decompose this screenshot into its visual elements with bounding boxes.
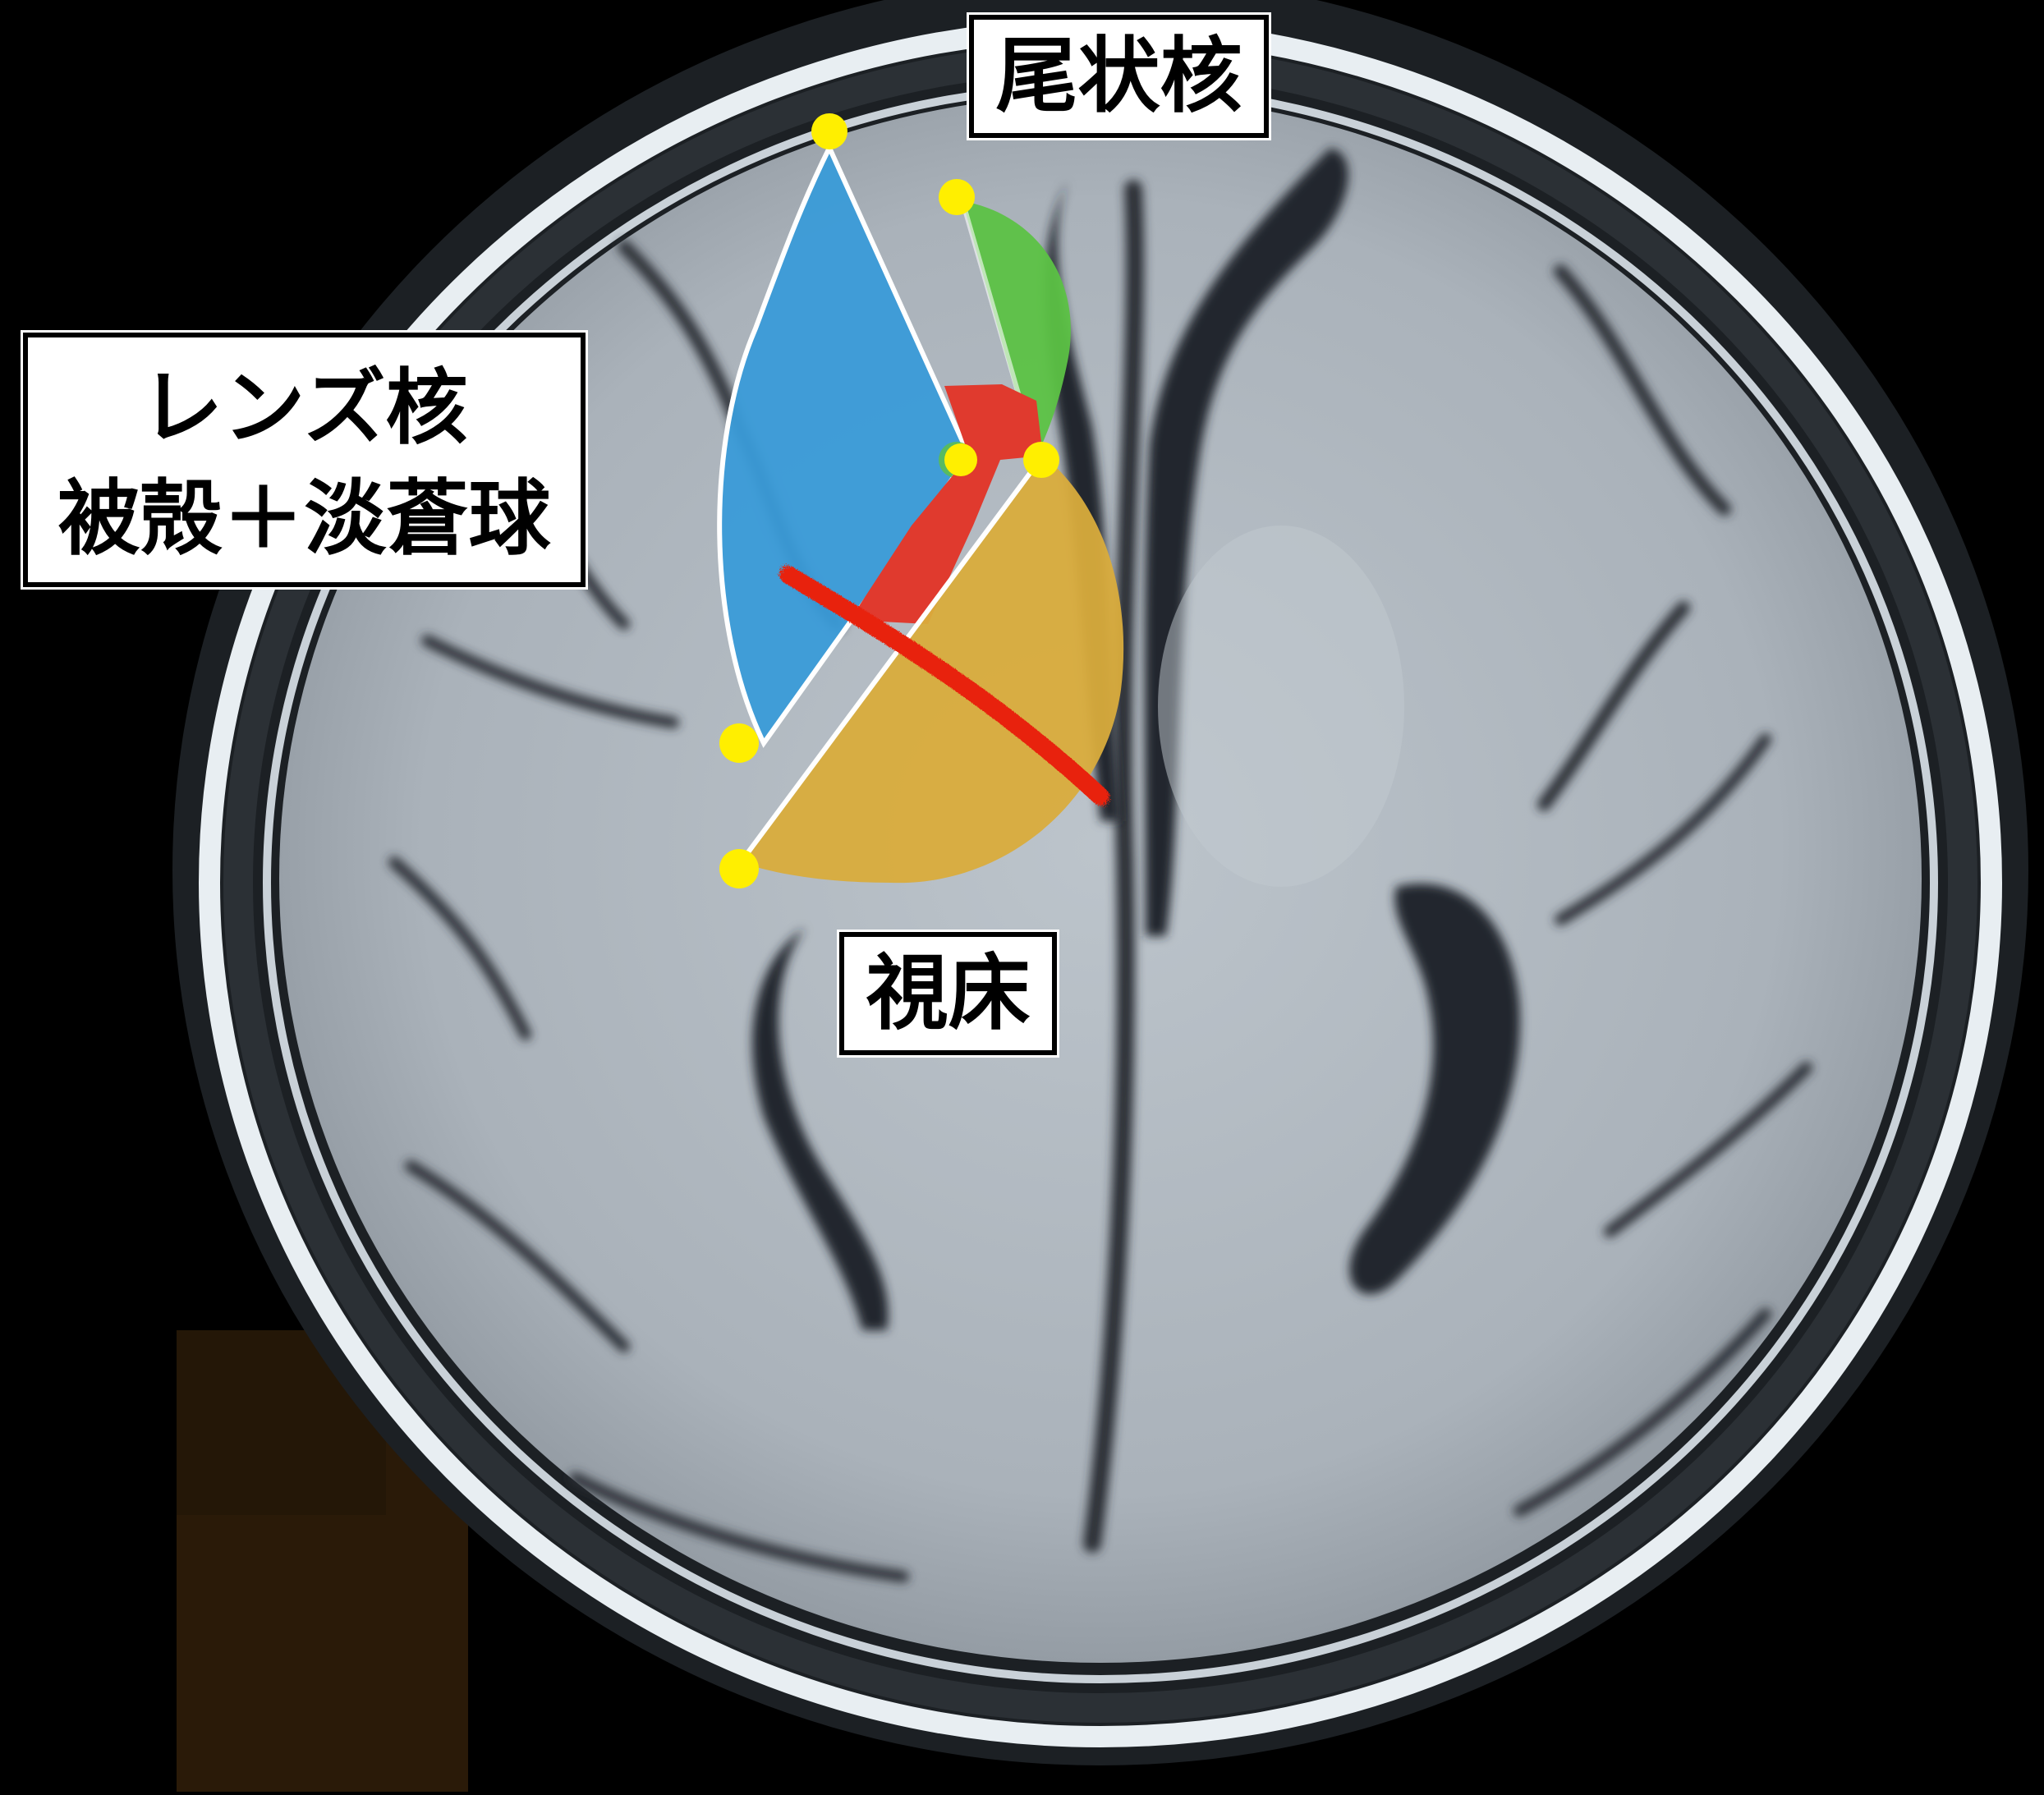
lentiform-label: レンズ核 被殻＋淡蒼球 (23, 333, 586, 587)
marker-point (944, 443, 977, 476)
marker-point (939, 179, 975, 215)
marker-point (1023, 442, 1059, 478)
left-black-panel (0, 0, 177, 1792)
thalamus-label: 視床 (839, 932, 1057, 1055)
marker-point (719, 723, 759, 763)
caudate-label: 尾状核 (969, 15, 1269, 138)
right-thalamus-shading (1158, 526, 1404, 887)
lentiform-label-line1: レンズ核 (28, 352, 581, 463)
lentiform-label-line2: 被殻＋淡蒼球 (28, 463, 581, 574)
marker-point (811, 113, 847, 149)
marker-point (719, 849, 759, 888)
